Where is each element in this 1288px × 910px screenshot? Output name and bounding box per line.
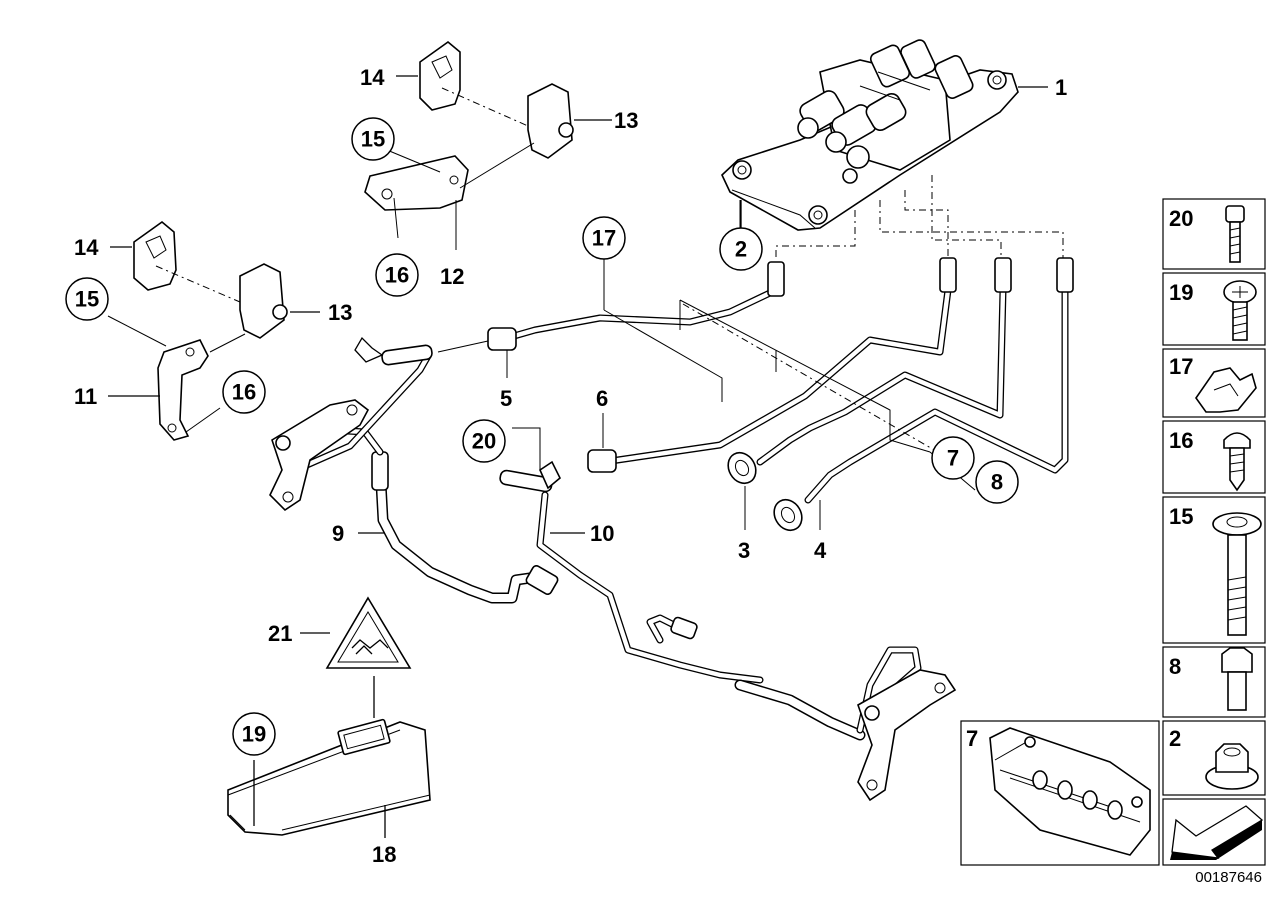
callout-leaders — [358, 200, 821, 534]
callout-10: 10 — [590, 521, 614, 546]
callout-11: 11 — [74, 384, 97, 409]
upper-clip-assembly — [364, 40, 612, 250]
panel-label-16: 16 — [1169, 428, 1193, 453]
panel-label-2: 2 — [1169, 726, 1181, 751]
callout-20: 20 — [472, 429, 496, 454]
bolt-icon — [1212, 512, 1262, 636]
callout-15-upper: 15 — [361, 127, 385, 152]
valve-to-pipe-guides — [740, 175, 1064, 262]
callout-16-left: 16 — [232, 380, 256, 405]
side-parts-panel: 20 19 17 16 15 8 2 — [1162, 198, 1266, 866]
callout-2: 2 — [735, 237, 747, 262]
callout-5: 5 — [500, 386, 512, 411]
nut-icon — [1205, 743, 1259, 790]
panel-label-17: 17 — [1169, 354, 1193, 379]
callout-8: 8 — [991, 470, 1003, 495]
panel-label-15: 15 — [1169, 504, 1193, 529]
bolt-icon — [1221, 647, 1253, 711]
callout-19: 19 — [242, 722, 266, 747]
callout-7: 7 — [947, 446, 959, 471]
panel-label-8: 8 — [1169, 654, 1181, 679]
panel-label-19: 19 — [1169, 280, 1193, 305]
callout-9: 9 — [332, 521, 344, 546]
callout-16-upper: 16 — [385, 263, 409, 288]
clip-icon — [1195, 367, 1257, 413]
screw-icon — [1225, 205, 1245, 263]
brake-pipes — [487, 257, 1074, 532]
warning-triangle-icon — [300, 596, 412, 669]
callout-15-left: 15 — [75, 287, 99, 312]
callout-1: 1 — [1055, 75, 1067, 100]
callout-6: 6 — [596, 386, 608, 411]
callout-14-upper: 14 — [360, 65, 385, 90]
panel-label-20: 20 — [1169, 206, 1193, 231]
callout-14-left: 14 — [74, 235, 99, 260]
valve-block-part — [721, 39, 1048, 231]
callout-18: 18 — [372, 842, 396, 867]
callout-13-left: 13 — [328, 300, 352, 325]
detail-box-7: 7 — [960, 720, 1160, 866]
brake-hose-10 — [499, 460, 957, 802]
callout-12: 12 — [440, 264, 464, 289]
callout-4: 4 — [814, 538, 827, 563]
detail-box-label: 7 — [966, 726, 978, 751]
control-unit-part — [227, 676, 431, 838]
callout-labels: 1 2 3 4 5 6 7 8 9 10 11 12 13 13 14 14 1… — [65, 65, 1067, 867]
callout-17: 17 — [592, 226, 616, 251]
left-clip-assembly — [107, 220, 320, 441]
callout-3: 3 — [738, 538, 750, 563]
callout-21: 21 — [268, 621, 292, 646]
diagram-part-number: 00187646 — [1195, 869, 1262, 886]
screw-icon — [1223, 432, 1251, 492]
callout-13-upper: 13 — [614, 108, 638, 133]
screw-icon — [1223, 280, 1257, 341]
direction-arrow-icon — [1170, 805, 1264, 860]
brake-hose-9 — [269, 336, 559, 604]
